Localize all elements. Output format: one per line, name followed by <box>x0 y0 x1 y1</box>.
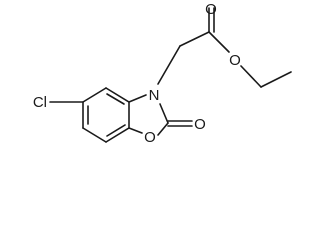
benzene-ring <box>82 87 130 143</box>
chemical-structure: Cl N O O O O <box>33 1 292 146</box>
ring-nitrogen-atom-label: N <box>149 87 160 104</box>
ring-carbonyl-bond <box>167 120 193 127</box>
carbonyl-oxygen-atom-label: O <box>194 116 206 133</box>
chlorine-atom-label: Cl <box>33 94 47 111</box>
ester-side-chain <box>157 7 292 88</box>
ester-oxygen-atom-label: O <box>229 52 241 69</box>
ester-carbonyl-oxygen-atom-label: O <box>205 1 217 18</box>
oxazolone-ring <box>128 94 169 136</box>
ring-oxygen-atom-label: O <box>144 129 156 146</box>
